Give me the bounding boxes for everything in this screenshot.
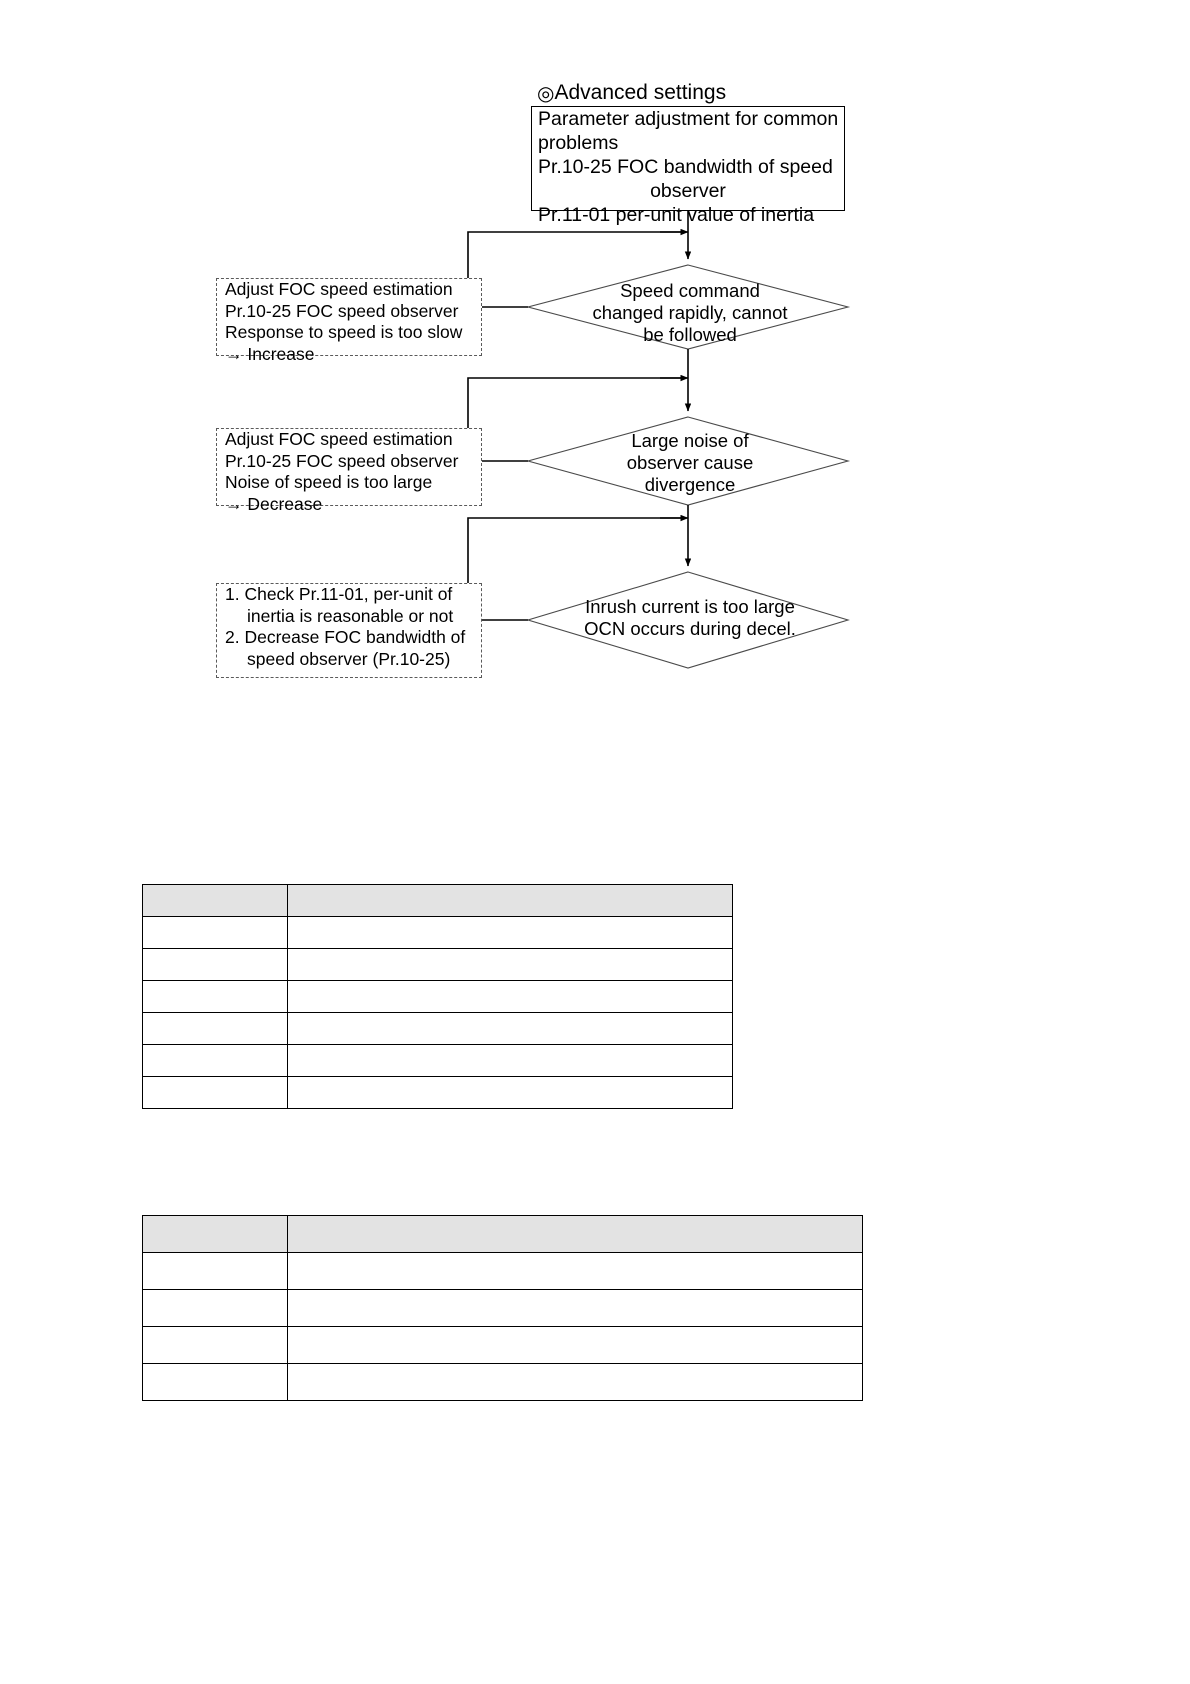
table-row-header: [142, 884, 733, 917]
title-box-line-1: Parameter adjustment for common: [538, 108, 839, 130]
decision-1-line-3: be followed: [643, 324, 737, 345]
table-1-cell: [287, 1012, 733, 1045]
table-2-cell: [287, 1363, 863, 1401]
parameter-adjustment-box: Parameter adjustment for common problems…: [531, 106, 845, 226]
table-2-cell: [287, 1326, 863, 1364]
table-1-header-cell-1: [142, 884, 288, 917]
action-3-line-3: 2. Decrease FOC bandwidth of: [225, 627, 466, 647]
action-1-line-2: Pr.10-25 FOC speed observer: [225, 300, 459, 321]
table-1-header-cell-2: [287, 884, 733, 917]
decision-3-line-1: Inrush current is too large: [585, 596, 795, 617]
parameter-table-2: [142, 1215, 863, 1401]
decision-3-line-2: OCN occurs during decel.: [584, 618, 796, 639]
decision-1-line-1: Speed command: [620, 280, 760, 301]
title-box-line-3: Pr.10-25 FOC bandwidth of speed: [538, 156, 833, 178]
table-row: [142, 1326, 863, 1364]
table-1-cell: [142, 1044, 288, 1077]
table-2-cell: [142, 1289, 288, 1327]
table-1-cell: [142, 980, 288, 1013]
action-increase-bandwidth-box: Adjust FOC speed estimation Pr.10-25 FOC…: [216, 278, 482, 364]
table-1-cell: [287, 916, 733, 949]
table-2-header-cell-2: [287, 1215, 863, 1253]
table-1-cell: [142, 1012, 288, 1045]
decision-2-line-3: divergence: [644, 474, 736, 495]
title-box-line-4: observer: [650, 180, 726, 202]
table-1-cell: [142, 948, 288, 981]
flowchart: ◎Advanced settings Parameter adjustment …: [216, 80, 851, 678]
table-row: [142, 1044, 733, 1077]
table-2-cell: [142, 1326, 288, 1364]
action-2-line-1: Adjust FOC speed estimation: [225, 429, 453, 449]
table-2-cell: [142, 1363, 288, 1401]
action-2-line-2: Pr.10-25 FOC speed observer: [225, 450, 459, 471]
table-row: [142, 948, 733, 981]
action-3-line-2: inertia is reasonable or not: [247, 605, 454, 626]
decision-1-line-2: changed rapidly, cannot: [592, 302, 788, 323]
table-row: [142, 1363, 863, 1401]
table-1-cell: [287, 948, 733, 981]
decision-large-noise-text: Large noise of observer cause divergence: [533, 430, 847, 496]
double-circle-bullet-icon: ◎: [537, 83, 555, 105]
action-1-line-3: Response to speed is too slow: [225, 322, 463, 342]
table-row-header: [142, 1215, 863, 1253]
table-row: [142, 916, 733, 949]
table-2-cell: [287, 1289, 863, 1327]
table-row: [142, 1252, 863, 1290]
advanced-settings-heading: ◎Advanced settings: [537, 80, 726, 107]
title-box-line-5: Pr.11-01 per-unit value of inertia: [538, 204, 815, 226]
table-2-cell: [142, 1252, 288, 1290]
action-3-line-4: speed observer (Pr.10-25): [247, 648, 451, 669]
action-2-line-4: → Decrease: [225, 493, 323, 514]
table-row: [142, 1012, 733, 1045]
action-decrease-bandwidth-box: Adjust FOC speed estimation Pr.10-25 FOC…: [216, 428, 482, 514]
table-1-cell: [287, 1076, 733, 1109]
table-2-header-cell-1: [142, 1215, 288, 1253]
decision-2-line-1: Large noise of: [631, 430, 749, 451]
decision-diamond-3: [526, 571, 850, 669]
action-1-line-1: Adjust FOC speed estimation: [225, 279, 453, 299]
decision-2-line-2: observer cause: [626, 452, 754, 473]
table-row: [142, 1289, 863, 1327]
table-1-cell: [142, 1076, 288, 1109]
decision-inrush-current-text: Inrush current is too large OCN occurs d…: [533, 596, 847, 640]
advanced-settings-label: Advanced settings: [554, 81, 727, 104]
action-3-line-1: 1. Check Pr.11-01, per-unit of: [225, 584, 453, 604]
table-row: [142, 980, 733, 1013]
action-2-line-3: Noise of speed is too large: [225, 472, 433, 492]
table-1-cell: [287, 1044, 733, 1077]
decision-speed-command-text: Speed command changed rapidly, cannot be…: [533, 280, 847, 346]
action-1-line-4: → Increase: [225, 343, 315, 364]
parameter-table-1: [142, 884, 733, 1109]
table-1-cell: [142, 916, 288, 949]
table-2-cell: [287, 1252, 863, 1290]
table-row: [142, 1076, 733, 1109]
table-1-cell: [287, 980, 733, 1013]
action-check-inertia-box: 1. Check Pr.11-01, per-unit of inertia i…: [216, 583, 482, 678]
title-box-line-2: problems: [538, 132, 619, 154]
